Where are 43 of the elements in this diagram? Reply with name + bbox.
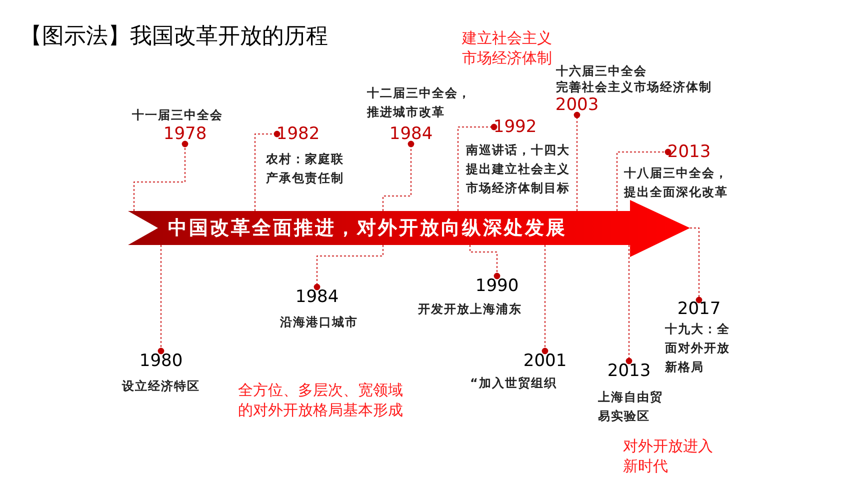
event-description: 设立经济特区 [122,378,201,395]
year-label: 1984 [296,287,338,307]
event-description: 十一届三中全会 [132,107,224,124]
year-label: 2013 [668,142,710,162]
leader-line [690,228,702,304]
leader-line [134,140,188,212]
leader-line [542,244,548,354]
leader-line [382,140,414,212]
event-description: 十二届三中全会，推进城市改革 [367,85,472,121]
year-label: 2017 [680,300,718,318]
leader-line [470,244,500,280]
year-label: 2003 [556,95,598,115]
year-label: 1984 [390,124,432,144]
event-description: 十八届三中全会，提出全面深化改革 [624,165,729,201]
year-label: 1978 [164,124,206,144]
leader-line [314,244,384,290]
event-description: 南巡讲话，十四大提出建立社会主义市场经济体制目标 [466,142,571,197]
event-description: 沿海港口城市 [280,314,359,331]
year-label: 1982 [277,124,319,144]
event-description: 十九大：全面对外开放新格局 [665,321,731,376]
event-description: 农村：家庭联产承包责任制 [266,151,345,187]
event-description: 上海自由贸易实验区 [598,389,664,425]
year-label: 2013 [608,361,650,381]
year-label: 1992 [494,117,536,137]
leader-line [616,148,672,212]
event-description: 开发开放上海浦东 [418,301,523,318]
leader-line [458,124,498,212]
year-label: 2001 [524,351,566,371]
year-label: 1990 [476,276,518,296]
summary-note: 对外开放进入新时代 [623,436,714,476]
leader-line [158,244,164,354]
title: 【图示法】我国改革开放的历程 [20,23,328,51]
summary-note: 全方位、多层次、宽领域的对外开放格局基本形成 [238,380,404,420]
leader-line [574,112,580,212]
event-description: 完善社会主义市场经济体制 [556,79,713,96]
year-label: 1980 [140,351,182,371]
summary-note: 建立社会主义市场经济体制 [462,28,553,68]
leader-line [626,244,632,364]
event-description: “加入世贸组织 [470,375,558,392]
leader-line [254,130,280,212]
banner-text: 中国改革全面推进，对外开放向纵深处发展 [168,216,567,240]
event-description: 十六届三中全会 [556,63,648,80]
banner-arrow [128,200,690,257]
